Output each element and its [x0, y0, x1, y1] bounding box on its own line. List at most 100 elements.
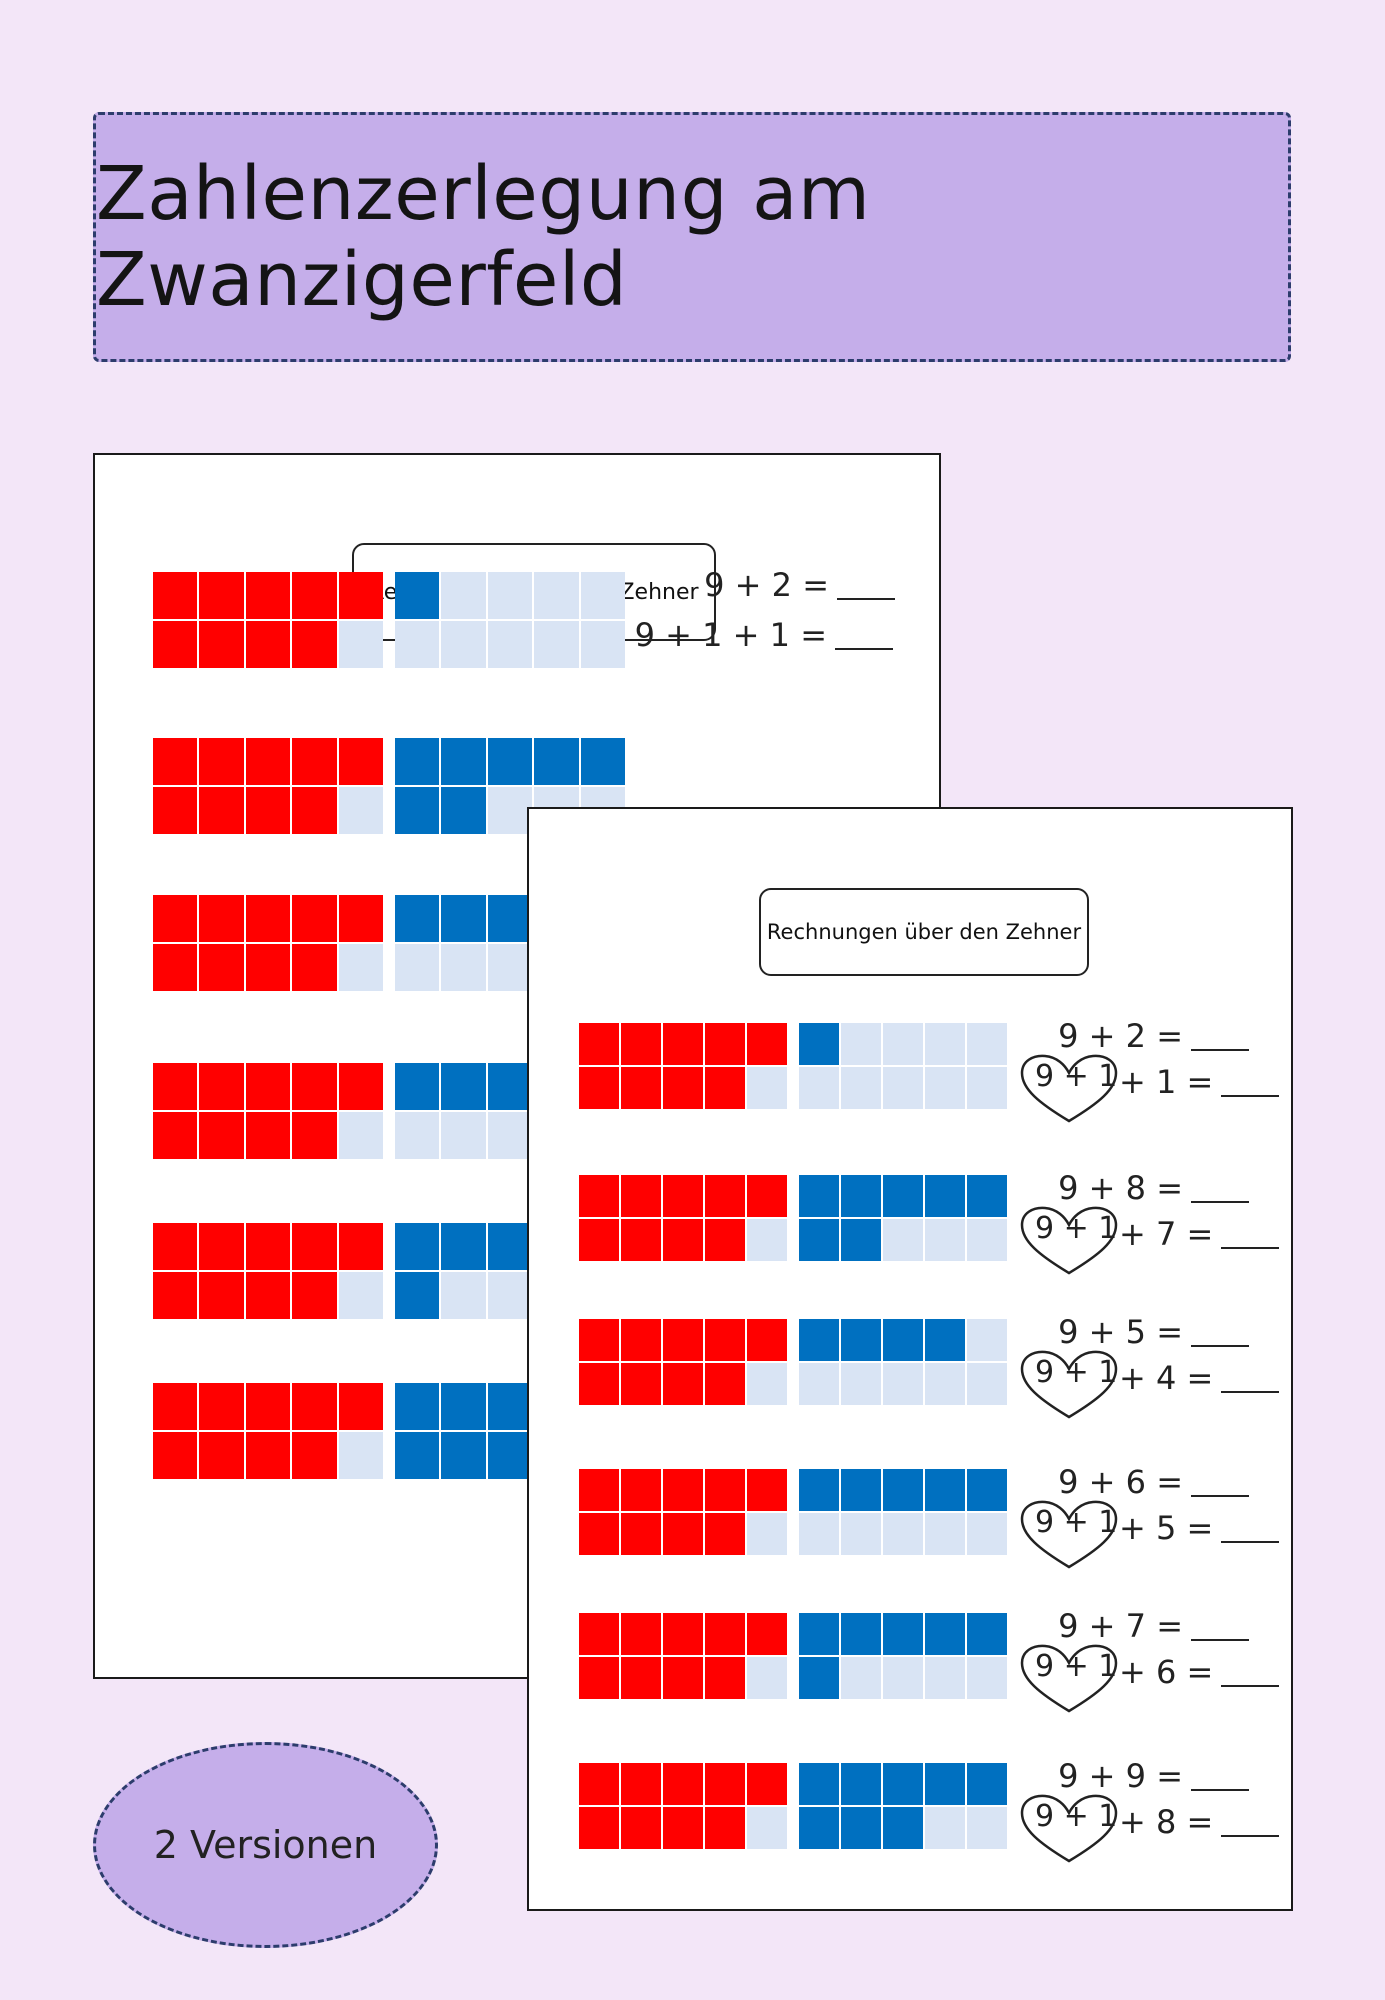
equation-text: + 1 = [1119, 1063, 1214, 1101]
heart-label: 9 + 1 [1035, 1211, 1118, 1246]
empty-cell [967, 1513, 1007, 1555]
equation-text: 9 + 8 = [1058, 1169, 1183, 1207]
empty-cell [747, 1219, 787, 1261]
filled-cell [621, 1763, 661, 1805]
filled-cell [621, 1363, 661, 1405]
empty-cell [925, 1023, 965, 1065]
empty-cell [799, 1363, 839, 1405]
filled-cell [153, 572, 198, 619]
answer-blank [1191, 1789, 1249, 1791]
equation: + 7 = [1119, 1215, 1280, 1253]
filled-cell [292, 944, 337, 991]
empty-cell [534, 572, 579, 619]
heart-label: 9 + 1 [1035, 1799, 1118, 1834]
empty-cell [883, 1657, 923, 1699]
equation-text: 9 + 2 = [704, 566, 829, 604]
empty-cell [747, 1363, 787, 1405]
filled-cell [579, 1363, 619, 1405]
filled-cell [487, 738, 533, 785]
twenty-frame [579, 1023, 1007, 1109]
equation-text: 9 + 1 + 1 = [634, 616, 827, 654]
answer-blank [1221, 1541, 1280, 1543]
filled-cell [579, 1469, 619, 1511]
filled-cell [245, 738, 291, 785]
empty-cell [747, 1657, 787, 1699]
filled-cell [487, 1432, 533, 1479]
empty-cell [967, 1067, 1007, 1109]
answer-blank [1221, 1247, 1280, 1249]
answer-blank [1221, 1835, 1280, 1837]
filled-cell [883, 1807, 923, 1849]
filled-cell [199, 1112, 244, 1159]
filled-cell [925, 1613, 965, 1655]
ten-frame [579, 1023, 787, 1109]
equation-text: 9 + 2 = [1058, 1017, 1183, 1055]
equation: + 1 = [1119, 1063, 1280, 1101]
filled-cell [245, 787, 291, 834]
filled-cell [841, 1763, 881, 1805]
answer-blank [1221, 1685, 1280, 1687]
filled-cell [967, 1613, 1007, 1655]
filled-cell [799, 1319, 839, 1361]
filled-cell [292, 1223, 337, 1270]
filled-cell [338, 572, 383, 619]
filled-cell [245, 1272, 291, 1319]
filled-cell [292, 1063, 337, 1110]
filled-cell [153, 944, 198, 991]
filled-cell [705, 1067, 745, 1109]
ten-frame [153, 1383, 383, 1479]
filled-cell [747, 1469, 787, 1511]
equation: 9 + 7 = [999, 1607, 1249, 1645]
equation: 9 + 5 = [999, 1313, 1249, 1351]
filled-cell [395, 1432, 440, 1479]
filled-cell [621, 1319, 661, 1361]
empty-cell [441, 1112, 486, 1159]
answer-blank [1191, 1495, 1249, 1497]
filled-cell [292, 738, 337, 785]
filled-cell [487, 1383, 533, 1430]
ten-frame [153, 1223, 383, 1319]
empty-cell [395, 1112, 440, 1159]
ten-frame [153, 1063, 383, 1159]
filled-cell [245, 572, 291, 619]
filled-cell [441, 895, 486, 942]
filled-cell [579, 1657, 619, 1699]
filled-cell [245, 1223, 291, 1270]
answer-blank [1221, 1095, 1280, 1097]
twenty-frame [153, 738, 625, 834]
filled-cell [621, 1175, 661, 1217]
ten-frame [799, 1613, 1007, 1699]
filled-cell [199, 1223, 244, 1270]
filled-cell [441, 1063, 486, 1110]
filled-cell [663, 1175, 703, 1217]
empty-cell [967, 1363, 1007, 1405]
filled-cell [747, 1763, 787, 1805]
empty-cell [441, 1272, 486, 1319]
filled-cell [799, 1175, 839, 1217]
filled-cell [579, 1319, 619, 1361]
filled-cell [199, 944, 244, 991]
ten-frame [153, 738, 383, 834]
ten-frame [579, 1469, 787, 1555]
filled-cell [579, 1067, 619, 1109]
filled-cell [199, 621, 244, 668]
filled-cell [841, 1469, 881, 1511]
empty-cell [799, 1067, 839, 1109]
filled-cell [705, 1469, 745, 1511]
equation-text: + 4 = [1119, 1359, 1214, 1397]
filled-cell [747, 1175, 787, 1217]
heart-icon [1020, 1206, 1118, 1275]
empty-cell [967, 1319, 1007, 1361]
empty-cell [841, 1657, 881, 1699]
filled-cell [245, 1063, 291, 1110]
empty-cell [487, 572, 533, 619]
filled-cell [621, 1807, 661, 1849]
filled-cell [663, 1219, 703, 1261]
filled-cell [153, 1223, 198, 1270]
ten-frame [799, 1023, 1007, 1109]
empty-cell [925, 1807, 965, 1849]
equation: + 4 = [1119, 1359, 1280, 1397]
empty-cell [967, 1657, 1007, 1699]
filled-cell [799, 1807, 839, 1849]
empty-cell [338, 1112, 383, 1159]
